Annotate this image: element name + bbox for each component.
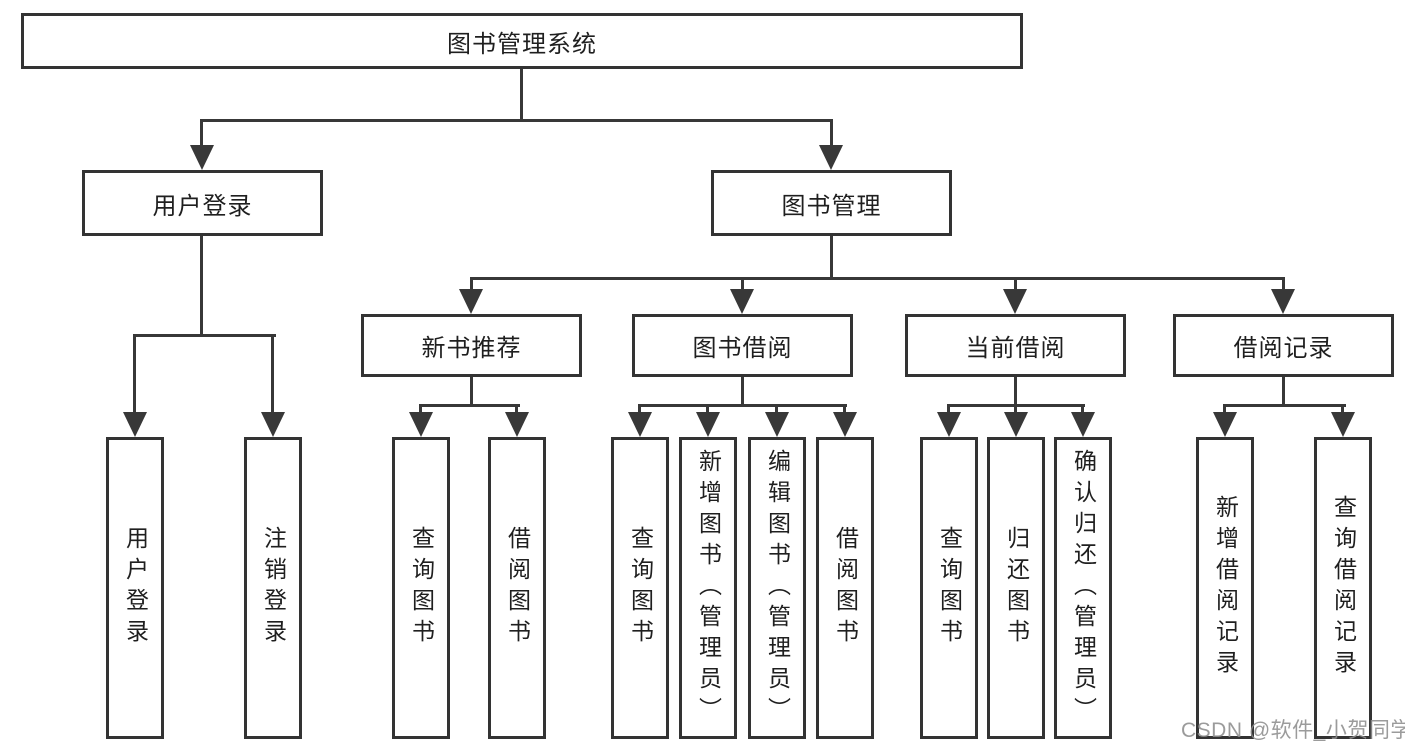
arrowhead-down-icon xyxy=(1331,412,1355,437)
connector-line xyxy=(830,236,833,280)
node-user-login: 用户登录 xyxy=(82,170,323,236)
connector-line xyxy=(1014,277,1017,293)
leaf-edit-books-admin-label: 编辑图书（管理员） xyxy=(764,448,791,728)
connector-line xyxy=(200,119,833,122)
connector-line xyxy=(1223,404,1346,407)
arrowhead-down-icon xyxy=(190,145,214,170)
leaf-user-login: 用户登录 xyxy=(106,437,164,739)
leaf-borrow-books-recommend: 借阅图书 xyxy=(488,437,546,739)
leaf-edit-books-admin: 编辑图书（管理员） xyxy=(748,437,806,739)
leaf-confirm-return-admin-label: 确认归还（管理员） xyxy=(1070,448,1097,728)
leaf-borrow-books: 借阅图书 xyxy=(816,437,874,739)
arrowhead-down-icon xyxy=(261,412,285,437)
leaf-query-books-borrow-label: 查询图书 xyxy=(627,526,654,650)
connector-line xyxy=(741,377,744,406)
leaf-return-books-label: 归还图书 xyxy=(1003,526,1030,650)
node-user-login-label: 用户登录 xyxy=(152,192,253,220)
leaf-borrow-books-recommend-label: 借阅图书 xyxy=(504,526,531,650)
connector-line xyxy=(470,277,1285,280)
connector-line xyxy=(1341,404,1344,416)
connector-line xyxy=(830,119,833,151)
connector-line xyxy=(947,404,950,416)
connector-line xyxy=(470,377,473,406)
leaf-query-borrow-record-label: 查询借阅记录 xyxy=(1330,495,1357,681)
connector-line xyxy=(419,404,422,416)
arrowhead-down-icon xyxy=(1271,289,1295,314)
connector-line xyxy=(741,277,744,293)
leaf-user-login-label: 用户登录 xyxy=(122,526,149,650)
connector-line xyxy=(1282,277,1285,293)
arrowhead-down-icon xyxy=(628,412,652,437)
leaf-query-books-recommend-label: 查询图书 xyxy=(408,526,435,650)
leaf-add-books-admin: 新增图书（管理员） xyxy=(679,437,737,739)
leaf-borrow-books-label: 借阅图书 xyxy=(832,526,859,650)
leaf-confirm-return-admin: 确认归还（管理员） xyxy=(1054,437,1112,739)
arrowhead-down-icon xyxy=(505,412,529,437)
arrowhead-down-icon xyxy=(1213,412,1237,437)
leaf-query-borrow-record: 查询借阅记录 xyxy=(1314,437,1372,739)
leaf-query-books-recommend: 查询图书 xyxy=(392,437,450,739)
node-library-system: 图书管理系统 xyxy=(21,13,1023,69)
connector-line xyxy=(1223,404,1226,416)
leaf-add-borrow-record: 新增借阅记录 xyxy=(1196,437,1254,739)
arrowhead-down-icon xyxy=(1071,412,1095,437)
arrowhead-down-icon xyxy=(765,412,789,437)
connector-line xyxy=(1014,404,1017,416)
connector-line xyxy=(706,404,709,416)
leaf-query-books-borrow: 查询图书 xyxy=(611,437,669,739)
arrowhead-down-icon xyxy=(123,412,147,437)
leaf-add-books-admin-label: 新增图书（管理员） xyxy=(695,448,722,728)
connector-line xyxy=(638,404,847,407)
node-book-borrow-label: 图书借阅 xyxy=(692,335,793,362)
connector-line xyxy=(133,334,136,414)
leaf-add-borrow-record-label: 新增借阅记录 xyxy=(1212,495,1239,681)
node-current-borrow-label: 当前借阅 xyxy=(965,335,1066,362)
arrowhead-down-icon xyxy=(819,145,843,170)
node-book-borrow: 图书借阅 xyxy=(632,314,853,377)
leaf-query-books-current: 查询图书 xyxy=(920,437,978,739)
leaf-logout: 注销登录 xyxy=(244,437,302,739)
node-book-management-label: 图书管理 xyxy=(781,192,882,220)
leaf-return-books: 归还图书 xyxy=(987,437,1045,739)
node-new-book-recommend: 新书推荐 xyxy=(361,314,582,377)
connector-line xyxy=(843,404,846,416)
node-current-borrow: 当前借阅 xyxy=(905,314,1126,377)
connector-line xyxy=(419,404,520,407)
arrowhead-down-icon xyxy=(833,412,857,437)
connector-line xyxy=(271,334,274,414)
node-book-management: 图书管理 xyxy=(711,170,952,236)
node-new-book-recommend-label: 新书推荐 xyxy=(421,335,522,362)
node-borrow-records-label: 借阅记录 xyxy=(1233,335,1334,362)
node-library-system-label: 图书管理系统 xyxy=(447,30,597,58)
connector-line xyxy=(1081,404,1084,416)
node-borrow-records: 借阅记录 xyxy=(1173,314,1394,377)
arrowhead-down-icon xyxy=(1003,289,1027,314)
connector-line xyxy=(200,236,203,337)
leaf-logout-label: 注销登录 xyxy=(260,526,287,650)
connector-line xyxy=(200,119,203,151)
connector-line xyxy=(1282,377,1285,406)
connector-line xyxy=(470,277,473,293)
connector-line xyxy=(133,334,276,337)
arrowhead-down-icon xyxy=(409,412,433,437)
connector-line xyxy=(515,404,518,416)
arrowhead-down-icon xyxy=(937,412,961,437)
connector-line xyxy=(1014,377,1017,406)
connector-line xyxy=(638,404,641,416)
arrowhead-down-icon xyxy=(730,289,754,314)
leaf-query-books-current-label: 查询图书 xyxy=(936,526,963,650)
connector-line xyxy=(520,68,523,122)
connector-line xyxy=(775,404,778,416)
arrowhead-down-icon xyxy=(459,289,483,314)
csdn-watermark: CSDN @软件_小贺同学 xyxy=(1181,719,1405,742)
arrowhead-down-icon xyxy=(1004,412,1028,437)
arrowhead-down-icon xyxy=(696,412,720,437)
